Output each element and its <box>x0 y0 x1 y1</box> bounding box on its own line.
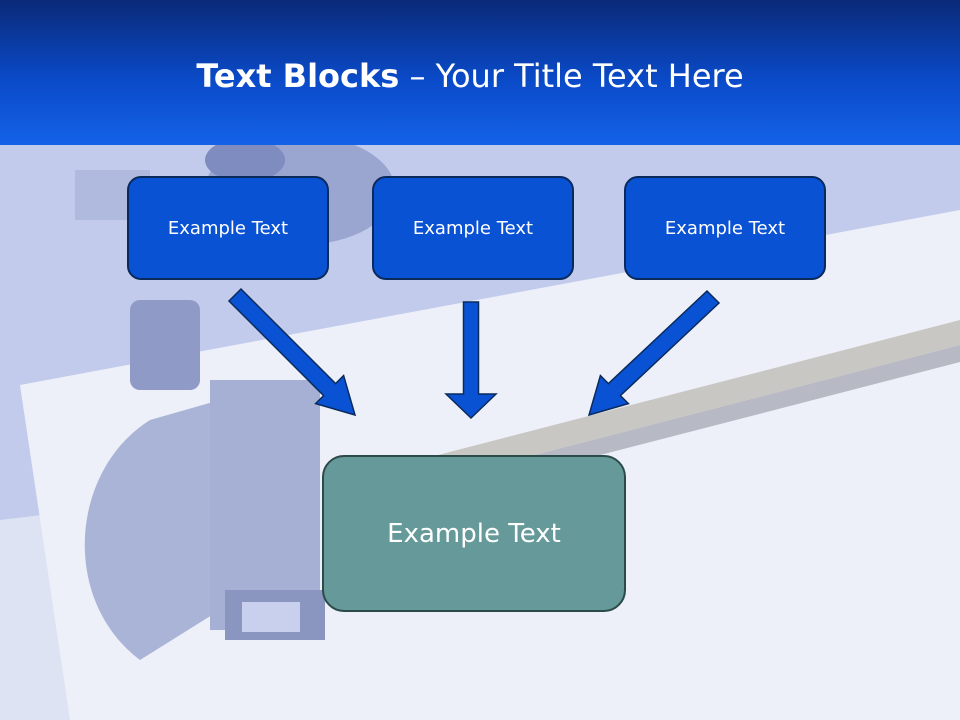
text-block-label: Example Text <box>664 217 786 239</box>
text-block-bottom[interactable]: Example Text <box>322 455 626 612</box>
title-rest: Your Title Text Here <box>435 57 744 95</box>
text-block-top-right[interactable]: Example Text <box>624 176 826 280</box>
text-block-top-left[interactable]: Example Text <box>127 176 329 280</box>
text-block-label: Example Text <box>412 217 534 239</box>
title-dash: – <box>399 57 436 95</box>
title-bold: Text Blocks <box>196 57 400 95</box>
text-block-label: Example Text <box>387 518 561 549</box>
page-title: Text Blocks – Your Title Text Here <box>0 52 940 100</box>
text-block-label: Example Text <box>167 217 289 239</box>
text-block-top-center[interactable]: Example Text <box>372 176 574 280</box>
title-bar <box>0 0 960 145</box>
